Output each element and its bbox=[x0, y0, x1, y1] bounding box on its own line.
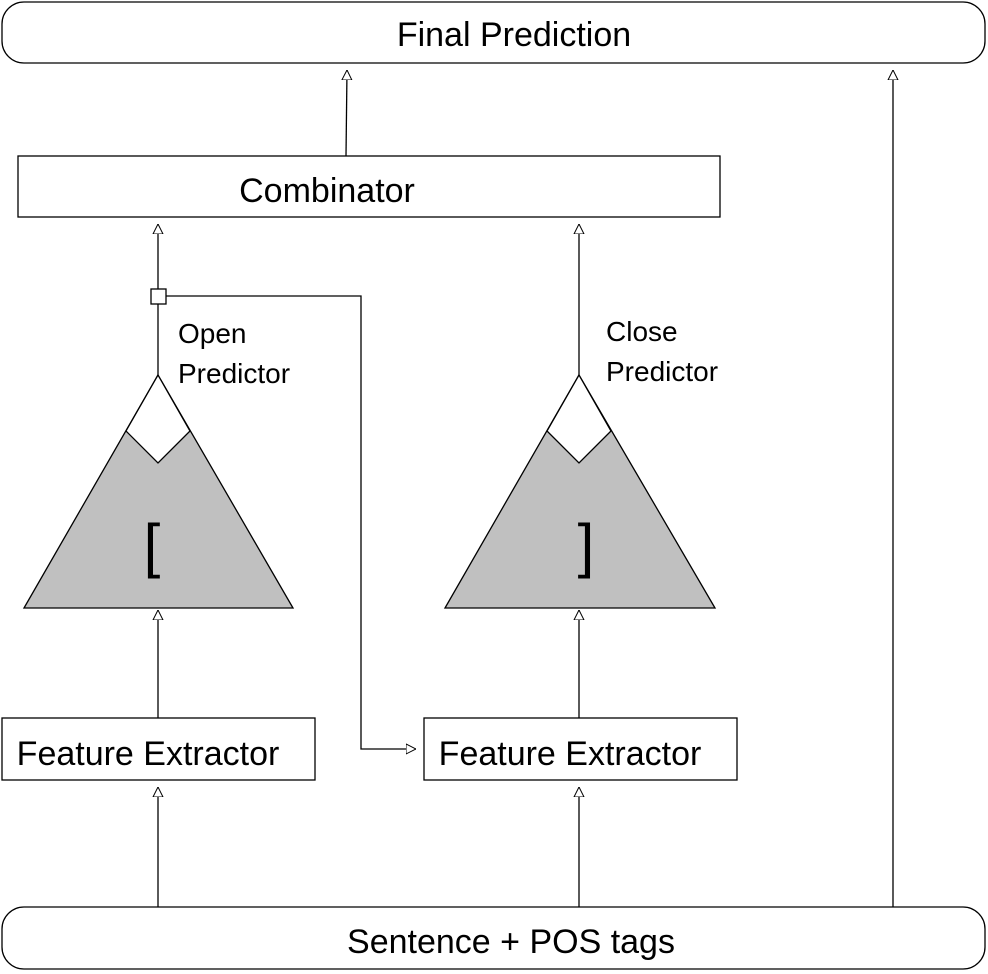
final-prediction-box: Final Prediction bbox=[1, 1, 986, 64]
feature-extractor-left-label: Feature Extractor bbox=[17, 735, 280, 773]
feature-extractor-right-label: Feature Extractor bbox=[439, 735, 702, 773]
close-predictor-label-line2: Predictor bbox=[606, 356, 718, 387]
open-bracket-symbol: [ bbox=[144, 512, 161, 579]
close-predictor-label-line1: Close bbox=[606, 316, 678, 347]
final-prediction-label: Final Prediction bbox=[397, 16, 631, 54]
open-predictor-label-line2: Predictor bbox=[178, 358, 290, 389]
sentence-pos-box: Sentence + POS tags bbox=[1, 906, 986, 970]
sentence-pos-label: Sentence + POS tags bbox=[347, 923, 675, 961]
feature-extractor-right-box: Feature Extractor bbox=[423, 717, 738, 781]
combinator-box: Combinator bbox=[17, 155, 721, 218]
arrow-combinator-to-final bbox=[346, 70, 347, 157]
open-predictor-label-line1: Open bbox=[178, 318, 247, 349]
open-predictor-triangle: [ bbox=[22, 373, 295, 609]
close-bracket-symbol: ] bbox=[578, 512, 595, 579]
feature-extractor-left-box: Feature Extractor bbox=[1, 717, 316, 781]
combinator-label: Combinator bbox=[239, 172, 415, 210]
arrow-open-to-fe-right bbox=[166, 295, 416, 749]
close-predictor-triangle: ] bbox=[443, 373, 717, 609]
junction-node bbox=[150, 288, 167, 305]
